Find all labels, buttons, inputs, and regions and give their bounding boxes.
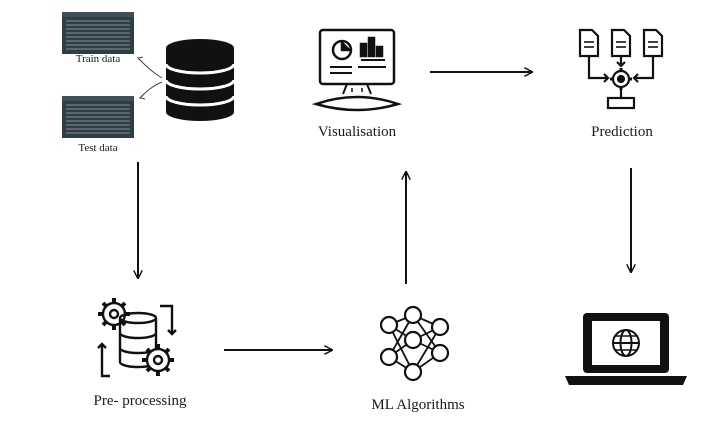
train-data-table-icon bbox=[62, 12, 134, 54]
database-icon bbox=[164, 39, 236, 121]
preprocessing-label: Pre- processing bbox=[93, 393, 187, 409]
documents-gear-icon bbox=[578, 28, 664, 110]
visualisation-label: Visualisation bbox=[317, 124, 397, 140]
flow-arrows bbox=[138, 72, 631, 350]
neural-network-icon bbox=[379, 305, 450, 382]
split-arrows bbox=[136, 56, 163, 100]
prediction-label: Prediction bbox=[591, 124, 653, 140]
dashboard-monitor-icon bbox=[311, 28, 403, 112]
laptop-globe-icon bbox=[565, 313, 687, 385]
test-data-table-icon bbox=[62, 96, 134, 138]
gears-database-icon bbox=[97, 298, 177, 378]
train-data-label: Train data bbox=[75, 53, 121, 65]
test-data-label: Test data bbox=[78, 142, 118, 154]
ml-algorithms-label: ML Algorithms bbox=[371, 397, 465, 413]
